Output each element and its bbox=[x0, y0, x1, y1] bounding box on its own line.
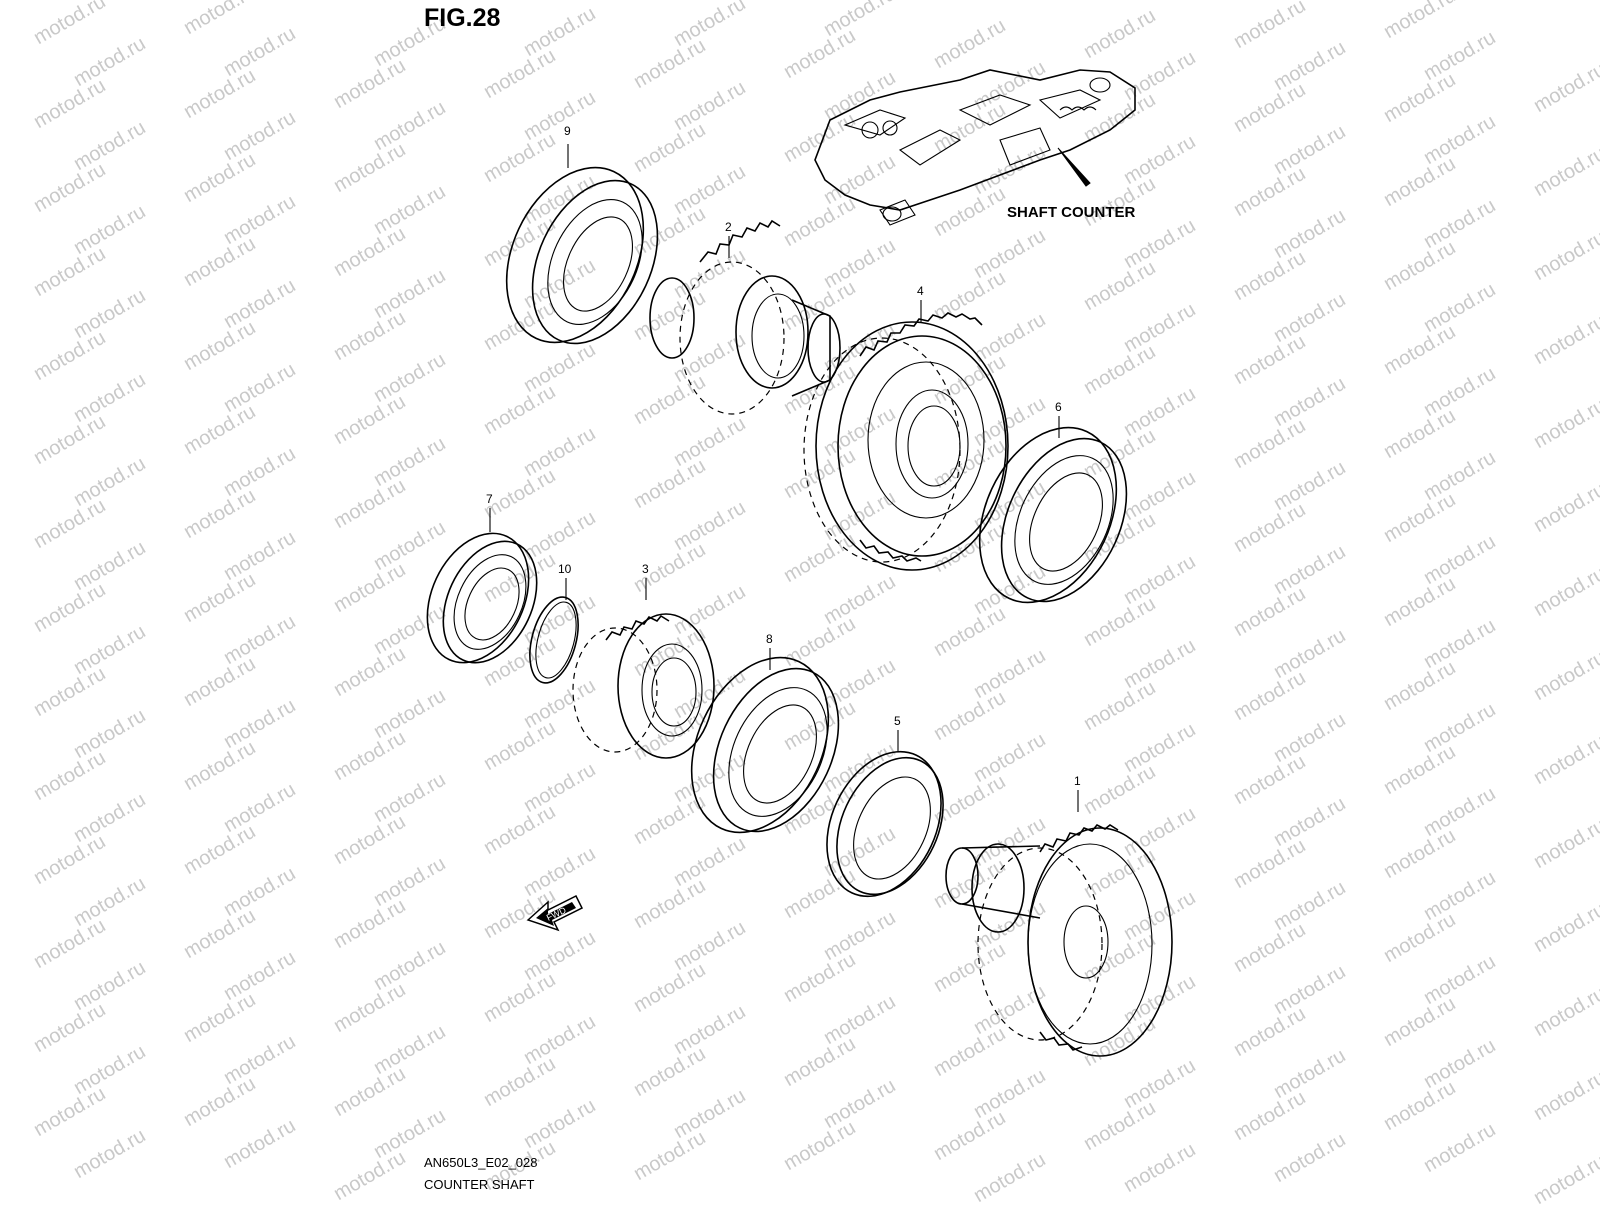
callout-10: 10 bbox=[558, 562, 572, 576]
assembly-label: SHAFT COUNTER bbox=[1007, 204, 1136, 221]
drawing-code: AN650L3_E02_028 bbox=[424, 1155, 538, 1170]
callout-5: 5 bbox=[894, 714, 901, 728]
shaft-counter-assembly bbox=[814, 69, 1136, 226]
callout-1: 1 bbox=[1074, 774, 1081, 788]
gear-4 bbox=[803, 300, 1009, 571]
bearing-9 bbox=[505, 144, 659, 345]
callout-8: 8 bbox=[766, 632, 773, 646]
circlip-10 bbox=[529, 578, 579, 684]
fwd-direction-arrow: FWD bbox=[526, 894, 584, 932]
callout-7: 7 bbox=[486, 492, 493, 506]
bearing-7 bbox=[426, 508, 538, 664]
bearing-6 bbox=[978, 416, 1128, 604]
figure-title: FIG.28 bbox=[424, 4, 501, 32]
oil-seal-5 bbox=[826, 730, 944, 898]
gear-3 bbox=[572, 578, 715, 759]
callout-6: 6 bbox=[1055, 400, 1062, 414]
callout-9: 9 bbox=[564, 124, 571, 138]
gear-2 bbox=[649, 219, 841, 415]
callout-4: 4 bbox=[917, 284, 924, 298]
figure-caption: COUNTER SHAFT bbox=[424, 1177, 535, 1192]
shaft-gear-1 bbox=[945, 790, 1173, 1057]
callout-2: 2 bbox=[725, 220, 732, 234]
bearing-8 bbox=[690, 648, 840, 834]
callout-3: 3 bbox=[642, 562, 649, 576]
